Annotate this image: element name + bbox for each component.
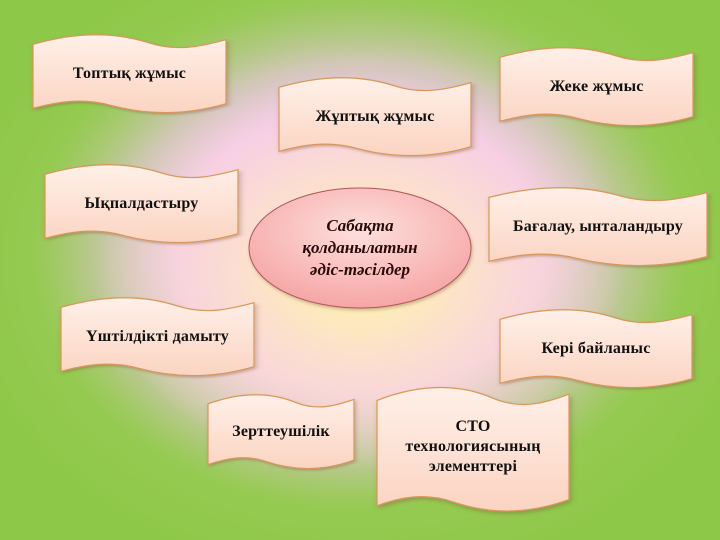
banner-research: Зерттеушілік <box>208 395 354 469</box>
ellipse-shape <box>248 187 472 309</box>
center-ellipse: Сабақта қолданылатын әдіс-тәсілдер <box>247 186 473 310</box>
banner-group-work: Топтық жұмыс <box>33 35 226 113</box>
banner-label: Топтық жұмыс <box>72 65 187 82</box>
wave-banner-shape <box>208 395 354 469</box>
banner-individual-work: Жеке жұмыс <box>500 48 693 126</box>
banner-label: СТО технологиясының элементтері <box>405 417 540 477</box>
wave-banner-shape <box>489 188 707 266</box>
center-title-line: қолданылатын <box>302 238 418 257</box>
wave-banner-shape <box>61 298 254 376</box>
center-title-line: Сабақта <box>326 216 394 235</box>
wave-banner-shape <box>377 388 569 512</box>
banner-feedback: Кері байланыс <box>500 310 692 388</box>
banner-trilingual: Үштілдікті дамыту <box>61 298 254 376</box>
banner-label-line: СТО <box>455 418 491 435</box>
banner-label-line: технологиясының <box>405 438 541 455</box>
banner-label: Бағалау, ынталандыру <box>513 218 683 235</box>
banner-label: Зерттеушілік <box>232 423 330 440</box>
banner-integration: Ықпалдастыру <box>45 165 238 243</box>
banner-label-line: элементтері <box>428 458 518 475</box>
wave-banner-shape <box>33 35 226 113</box>
banner-assessment: Бағалау, ынталандыру <box>489 188 707 266</box>
center-title: Сабақта қолданылатын әдіс-тәсілдер <box>302 215 417 281</box>
banner-label: Ықпалдастыру <box>84 195 199 212</box>
wave-banner-shape <box>279 78 471 156</box>
banner-pair-work: Жұптық жұмыс <box>279 78 471 156</box>
wave-banner-shape <box>500 48 693 126</box>
banner-label: Кері байланыс <box>541 340 651 357</box>
wave-banner-shape <box>500 310 692 388</box>
wave-banner-shape <box>45 165 238 243</box>
center-title-line: әдіс-тәсілдер <box>309 260 411 279</box>
banner-label: Жұптық жұмыс <box>315 108 435 125</box>
banner-cto-technology: СТО технологиясының элементтері <box>377 388 569 512</box>
banner-label: Үштілдікті дамыту <box>86 328 229 345</box>
banner-label: Жеке жұмыс <box>549 78 644 95</box>
